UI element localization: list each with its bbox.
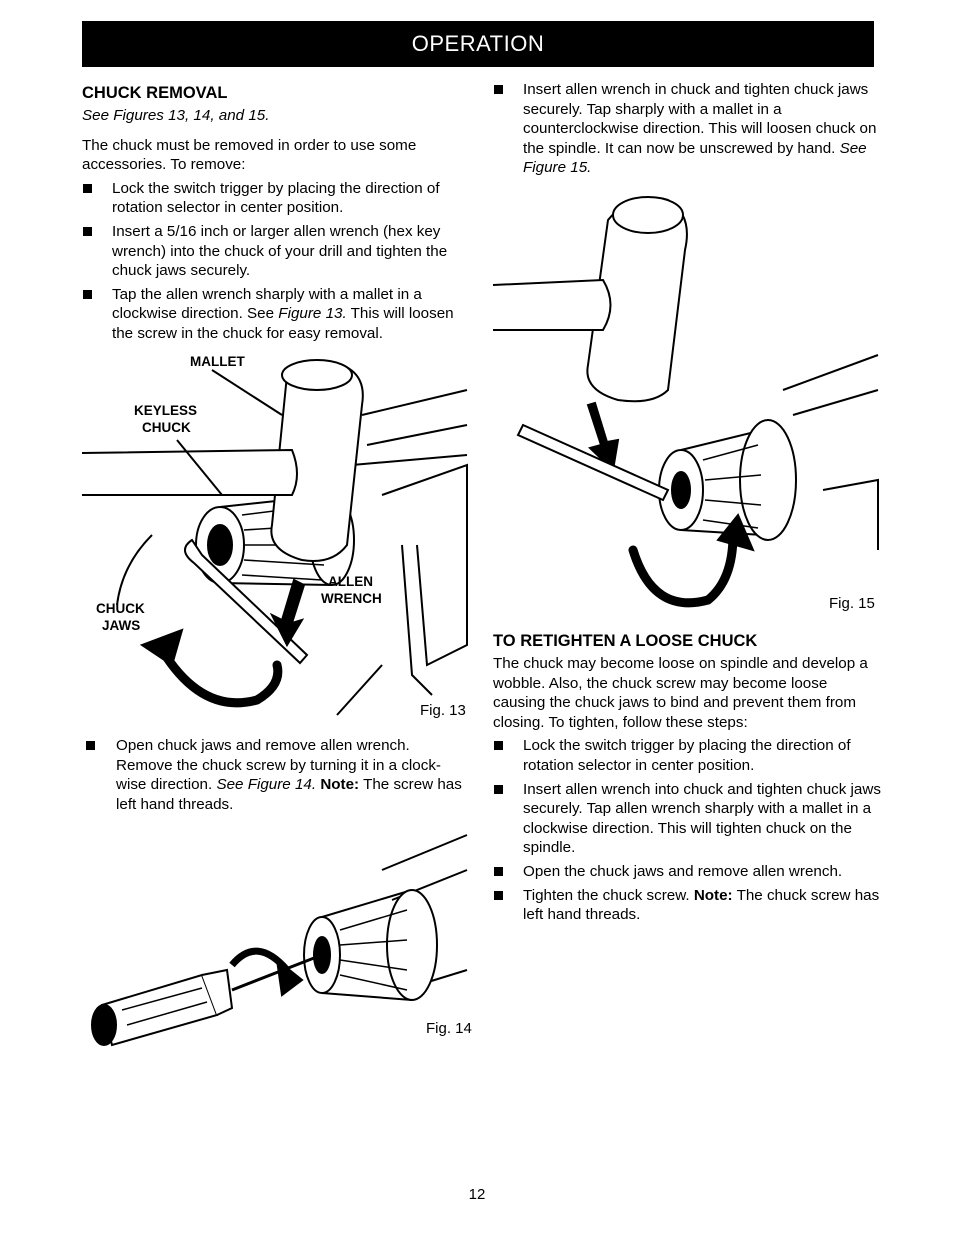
fig-14-label: Fig. 14 <box>426 1020 472 1037</box>
figure-14: Fig. 14 <box>82 830 472 1050</box>
bullet-icon <box>494 85 503 94</box>
mallet-callout: MALLET <box>190 354 245 369</box>
list-item: Lock the switch trigger by placing the d… <box>82 179 470 218</box>
bullet-icon <box>494 866 503 876</box>
bullet-icon <box>83 226 92 236</box>
fig-15-label: Fig. 15 <box>829 595 875 612</box>
retighten-intro: The chuck may become loose on spindle an… <box>493 655 868 731</box>
drill-mallet-illustration <box>82 359 468 716</box>
right-column-bottom: TO RETIGHTEN A LOOSE CHUCK The chuck may… <box>493 630 883 929</box>
retighten-steps: Lock the switch trigger by placing the d… <box>493 736 883 924</box>
list-item: Open the chuck jaws and remove allen wre… <box>493 862 883 882</box>
figure-15: Fig. 15 <box>493 190 883 620</box>
bullet-icon <box>494 890 503 900</box>
allen-callout: ALLEN <box>328 574 373 589</box>
chuck-jaws-callout-1: CHUCK <box>96 601 145 616</box>
bullet-icon <box>83 183 92 193</box>
list-item: Insert allen wrench into chuck and tight… <box>493 780 883 858</box>
bullet-icon <box>86 741 95 750</box>
see-figures-note: See Figures 13, 14, and 15. <box>82 107 270 124</box>
screwdriver-chuck-illustration <box>91 834 468 1047</box>
section-banner: OPERATION <box>82 21 874 67</box>
list-item: Lock the switch trigger by placing the d… <box>493 736 883 775</box>
retighten-heading: TO RETIGHTEN A LOOSE CHUCK <box>493 632 758 650</box>
list-item: Insert allen wrench in chuck and tighten… <box>493 80 883 178</box>
bullet-icon <box>494 784 503 794</box>
chuck-removal-steps: Lock the switch trigger by placing the d… <box>82 179 470 344</box>
list-item: Tap the allen wrench sharply with a mall… <box>82 285 470 344</box>
bullet-icon <box>494 741 503 751</box>
list-item: Open chuck jaws and remove allen wrench.… <box>82 736 468 814</box>
list-item: Tighten the chuck screw. Note: The chuck… <box>493 886 883 925</box>
bullet-icon <box>83 289 92 299</box>
left-column: CHUCK REMOVAL See Figures 13, 14, and 15… <box>82 82 470 348</box>
figure-13: MALLET KEYLESS CHUCK ALLEN WRENCH CHUCK … <box>82 345 472 725</box>
keyless-callout: KEYLESS <box>134 403 198 418</box>
list-item: Insert a 5/16 inch or larger allen wrenc… <box>82 222 470 281</box>
chuck-jaws-callout-2: JAWS <box>102 618 141 633</box>
chuck-removal-heading: CHUCK REMOVAL <box>82 84 228 102</box>
wrench-callout: WRENCH <box>321 591 382 606</box>
chuck-removal-intro: The chuck must be removed in order to us… <box>82 136 417 174</box>
left-column-continued: Open chuck jaws and remove allen wrench.… <box>82 736 468 818</box>
fig-13-label: Fig. 13 <box>420 702 466 719</box>
chuck-callout: CHUCK <box>142 420 191 435</box>
page-number: 12 <box>468 1186 486 1203</box>
right-column-top: Insert allen wrench in chuck and tighten… <box>493 80 883 182</box>
mallet-chuck-illustration <box>493 196 879 608</box>
